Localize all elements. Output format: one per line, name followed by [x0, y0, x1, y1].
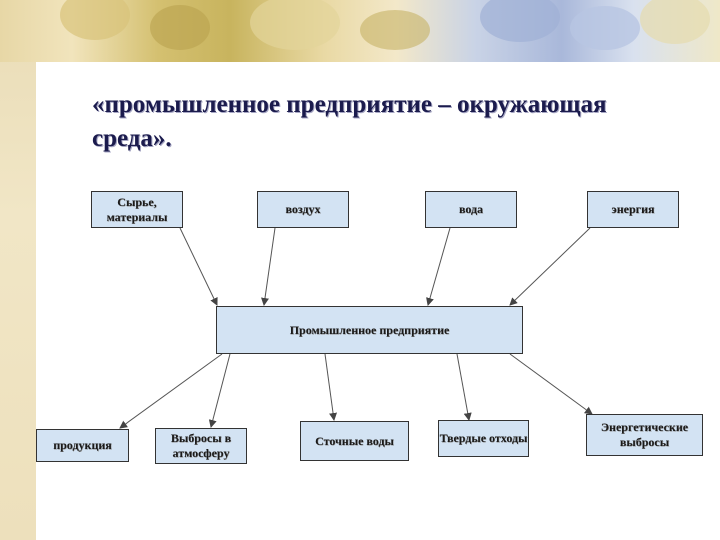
node-wastewater: Сточные воды: [300, 421, 409, 461]
arrow-enterprise-to-energy-emissions: [509, 353, 593, 415]
arrow-air-to-enterprise: [261, 227, 276, 306]
left-decor-strip: [0, 0, 36, 540]
node-enterprise: Промышленное предприятие: [216, 306, 523, 354]
node-energy-emissions: Энергетические выбросы: [586, 414, 703, 456]
top-decor-banner: [0, 0, 720, 62]
node-water: вода: [425, 191, 517, 228]
node-products: продукция: [36, 429, 129, 462]
arrow-enterprise-to-solid: [456, 353, 472, 421]
node-raw-materials: Сырье, материалы: [91, 191, 183, 228]
arrow-enterprise-to-products: [119, 353, 223, 429]
arrow-water-to-enterprise: [426, 227, 451, 306]
node-atmosphere-emissions: Выбросы в атмосферу: [155, 428, 247, 464]
arrow-raw-to-enterprise: [179, 227, 218, 306]
node-solid-waste: Твердые отходы: [438, 420, 529, 457]
arrow-enterprise-to-emissions: [208, 353, 231, 428]
node-air: воздух: [257, 191, 349, 228]
arrow-energy-to-enterprise: [509, 227, 591, 306]
node-energy: энергия: [587, 191, 679, 228]
slide-title: «промышленное предприятие – окружающая с…: [92, 91, 607, 152]
arrow-enterprise-to-wastewater: [324, 353, 338, 421]
